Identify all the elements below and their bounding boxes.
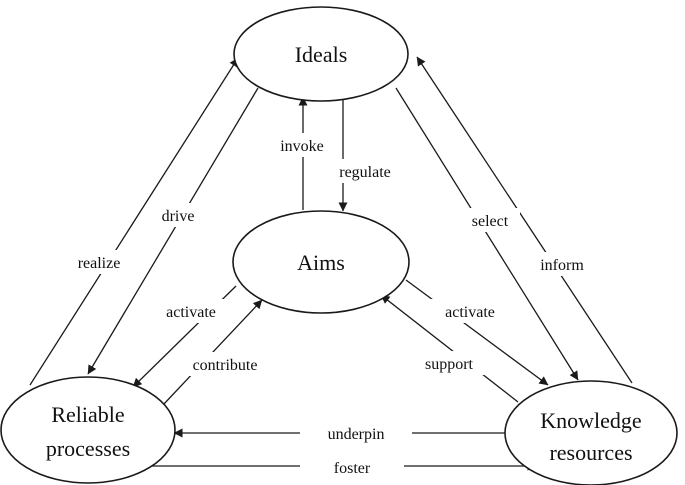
edge-drive <box>87 87 259 375</box>
knowledge-label-line2: resources <box>549 440 632 465</box>
node-reliable-processes <box>0 376 176 484</box>
label-activate-left: activate <box>166 304 216 321</box>
knowledge-label-line1: Knowledge <box>540 408 641 433</box>
node-ideals <box>233 6 409 102</box>
label-support: support <box>425 356 474 373</box>
label-invoke: invoke <box>280 138 324 155</box>
label-contribute: contribute <box>193 357 258 374</box>
edge-activate-right <box>405 279 549 386</box>
label-drive: drive <box>162 208 195 225</box>
label-activate-right: activate <box>445 304 495 321</box>
label-underpin: underpin <box>328 426 385 443</box>
label-inform: inform <box>540 257 584 274</box>
aims-label: Aims <box>297 250 345 275</box>
label-select: select <box>472 213 509 230</box>
edge-realize <box>29 57 239 386</box>
label-foster: foster <box>334 460 371 477</box>
edge-select <box>395 87 579 381</box>
reliable-label-line1: Reliable <box>51 402 124 427</box>
ideals-label: Ideals <box>295 42 348 67</box>
node-aims <box>232 210 410 314</box>
label-realize: realize <box>78 255 121 272</box>
edge-inform <box>416 56 633 384</box>
edge-support <box>380 294 519 403</box>
node-knowledge-resources <box>504 380 678 485</box>
label-regulate: regulate <box>339 164 391 181</box>
reliable-label-line2: processes <box>46 436 130 461</box>
